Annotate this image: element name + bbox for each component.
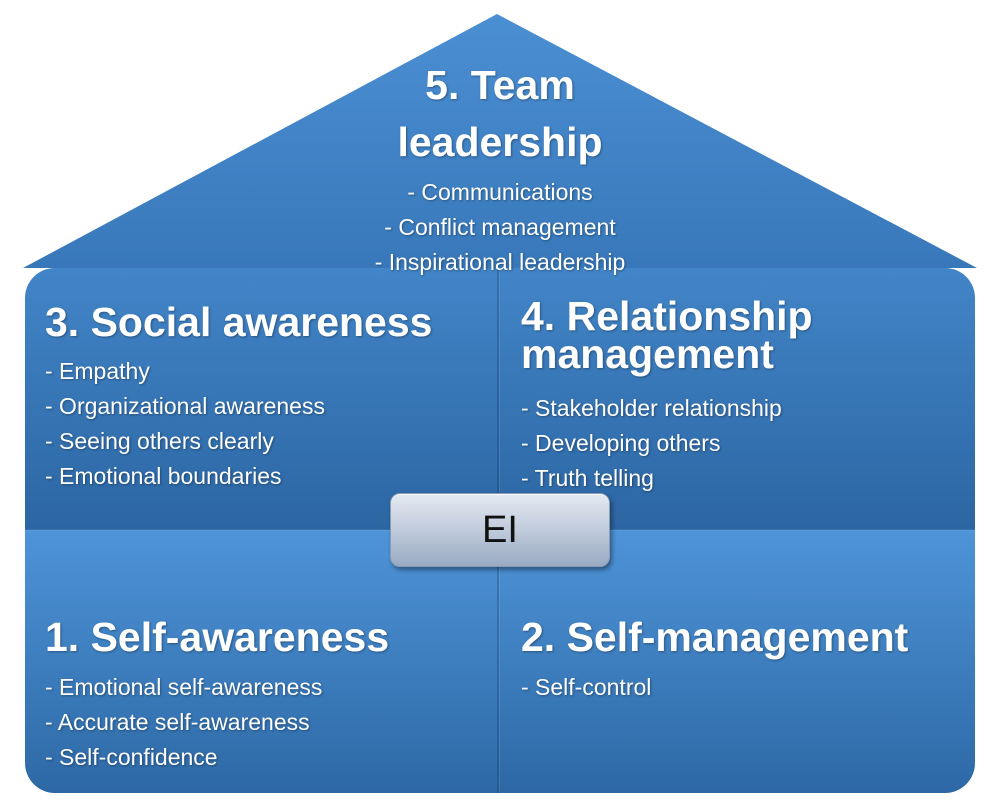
- title-line: leadership: [397, 119, 603, 165]
- lower-body-panel: [25, 530, 975, 793]
- list-item: - Empathy: [45, 358, 150, 384]
- list-item: - Truth telling: [521, 465, 654, 491]
- list-item: - Inspirational leadership: [374, 249, 626, 275]
- title-line: management: [521, 331, 774, 377]
- list-item: - Emotional self-awareness: [45, 674, 323, 700]
- list-item: - Self-control: [521, 674, 652, 700]
- list-item: - Accurate self-awareness: [45, 709, 310, 735]
- list-item: - Emotional boundaries: [45, 463, 282, 489]
- title-line: 4. Relationship: [521, 293, 813, 339]
- list-item: - Seeing others clearly: [45, 428, 274, 454]
- team-leadership-items: - Communications - Conflict management -…: [300, 175, 700, 280]
- social-awareness-title: 3. Social awareness: [45, 299, 433, 345]
- self-awareness-items: - Emotional self-awareness - Accurate se…: [45, 670, 322, 775]
- upper-body-panel: [25, 268, 975, 530]
- list-item: - Conflict management: [384, 214, 616, 240]
- title-line: 5. Team: [425, 62, 575, 108]
- social-awareness-items: - Empathy - Organizational awareness - S…: [45, 354, 325, 494]
- title-line: 3. Social awareness: [45, 299, 433, 345]
- relationship-management-title: 4. Relationship management: [521, 293, 813, 377]
- relationship-management-items: - Stakeholder relationship - Developing …: [521, 391, 782, 496]
- self-management-items: - Self-control: [521, 670, 651, 705]
- list-item: - Organizational awareness: [45, 393, 325, 419]
- list-item: - Self-confidence: [45, 744, 218, 770]
- title-line: 2. Self-management: [521, 614, 909, 660]
- ei-label: EI: [482, 509, 518, 551]
- ei-center-badge: EI: [390, 493, 610, 567]
- self-awareness-title: 1. Self-awareness: [45, 614, 390, 660]
- title-line: 1. Self-awareness: [45, 614, 390, 660]
- list-item: - Developing others: [521, 430, 721, 456]
- self-management-title: 2. Self-management: [521, 614, 909, 660]
- team-leadership-title: 5. Team leadership: [300, 57, 700, 171]
- roof: [23, 14, 977, 268]
- list-item: - Communications: [407, 179, 593, 205]
- list-item: - Stakeholder relationship: [521, 395, 782, 421]
